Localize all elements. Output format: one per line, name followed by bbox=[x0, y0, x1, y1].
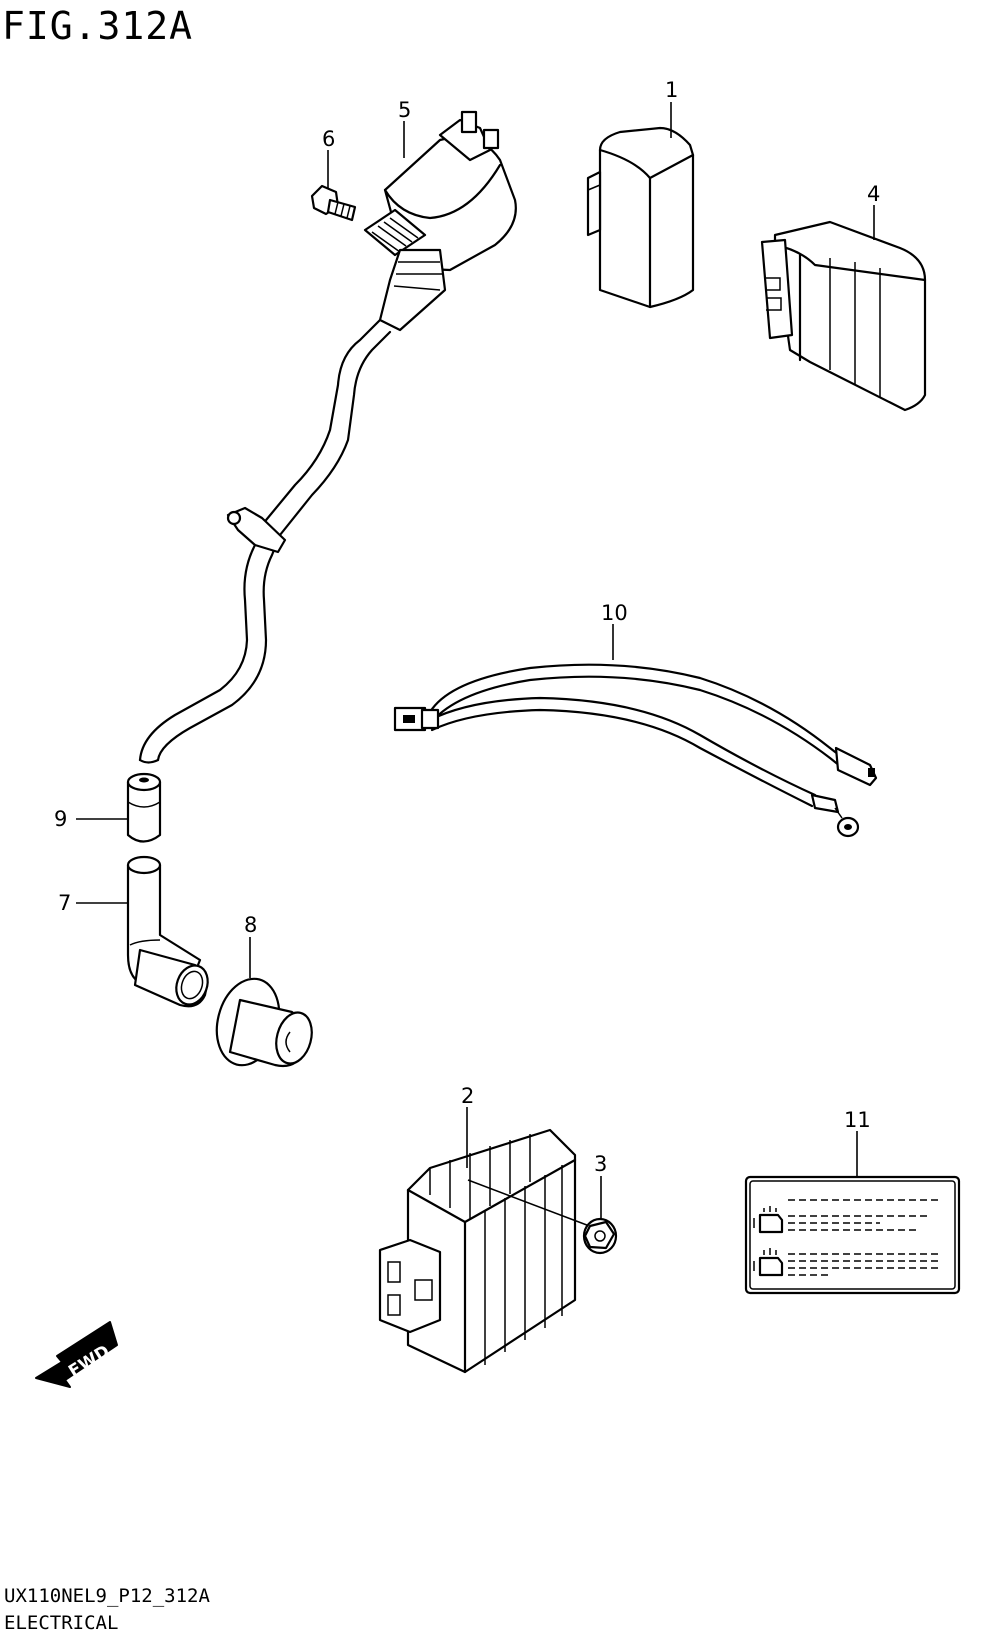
figure-code: UX110NEL9_P12_312A bbox=[4, 1585, 210, 1607]
part-1-unit[interactable] bbox=[586, 126, 695, 309]
part-10-wire-harness[interactable] bbox=[393, 663, 878, 838]
part-8-cover[interactable] bbox=[208, 972, 318, 1073]
part-7-plug-cap[interactable] bbox=[126, 855, 213, 1009]
part-6-bolt[interactable] bbox=[310, 184, 357, 222]
part-4-ecm[interactable] bbox=[760, 220, 927, 412]
part-11-label[interactable] bbox=[744, 1175, 961, 1295]
forward-direction-badge: FWD bbox=[35, 1321, 118, 1388]
callout-9: 9 bbox=[54, 807, 67, 831]
part-3-nut[interactable] bbox=[582, 1217, 618, 1255]
callout-4: 4 bbox=[867, 182, 880, 206]
figure-name: ELECTRICAL bbox=[4, 1612, 119, 1634]
callout-8: 8 bbox=[244, 913, 257, 937]
callout-numbers: 1 2 3 4 5 6 7 8 9 10 11 bbox=[54, 78, 880, 1176]
part-9-cap[interactable] bbox=[126, 772, 162, 843]
callout-3: 3 bbox=[594, 1152, 607, 1176]
callout-10: 10 bbox=[601, 601, 628, 625]
engine-warning-icon bbox=[753, 1206, 784, 1234]
callout-6: 6 bbox=[322, 127, 335, 151]
callout-11: 11 bbox=[844, 1108, 871, 1132]
callout-leaders bbox=[76, 102, 875, 1219]
engine-warning-icon bbox=[753, 1248, 784, 1277]
part-2-regulator[interactable] bbox=[378, 1128, 601, 1374]
callout-2: 2 bbox=[461, 1084, 474, 1108]
part-5-ignition-coil[interactable] bbox=[363, 110, 517, 332]
callout-7: 7 bbox=[58, 891, 71, 915]
high-tension-lead bbox=[138, 318, 392, 764]
callout-5: 5 bbox=[398, 98, 411, 122]
figure-title: FIG.312A bbox=[2, 4, 194, 48]
callout-1: 1 bbox=[665, 78, 678, 102]
